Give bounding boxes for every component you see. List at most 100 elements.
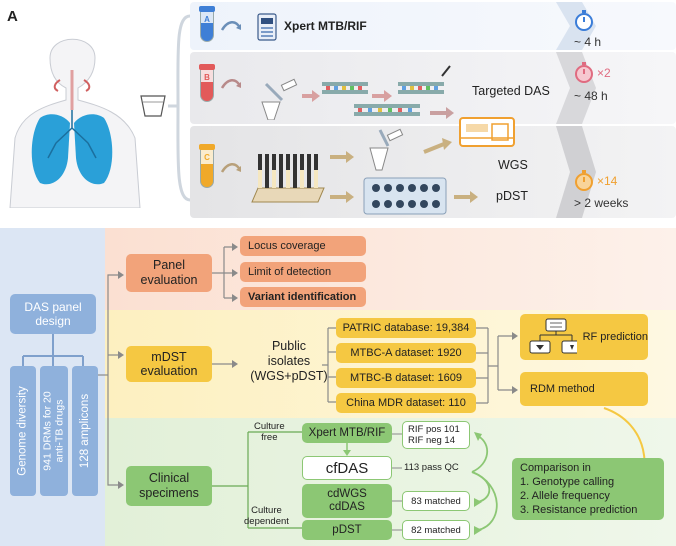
drms-label: 941 DRMs for 20 anti-TB drugs	[42, 391, 66, 470]
clinical-specimens-box: Clinical specimens	[126, 466, 212, 506]
public-isolates-line2: isolates	[267, 353, 311, 368]
cfdas-box: cfDAS	[302, 456, 392, 480]
matched-83-box: 83 matched	[402, 491, 470, 511]
limit-of-detection-box: Limit of detection	[240, 262, 366, 282]
design-connector	[22, 334, 84, 368]
clinical-specimens-line2: specimens	[139, 486, 199, 500]
pdst-box: pDST	[302, 520, 392, 540]
pass-qc-label: 113 pass QC	[404, 462, 459, 473]
culture-dependent-label: Culture dependent	[244, 505, 289, 527]
matched-83-label: 83 matched	[411, 495, 461, 507]
time-2weeks: > 2 weeks	[574, 196, 629, 210]
public-isolates-label: Public isolates (WGS+pDST)	[246, 330, 332, 392]
panel-a-letter: A	[7, 8, 18, 25]
limit-of-detection-label: Limit of detection	[248, 266, 332, 278]
tube-c-letter: C	[204, 153, 210, 162]
tube-c-cap	[199, 144, 215, 150]
variant-identification-label: Variant identification	[248, 291, 357, 303]
locus-coverage-box: Locus coverage	[240, 236, 366, 256]
rdm-method-label: RDM method	[530, 383, 595, 395]
cddas-label: cdDAS	[329, 501, 365, 513]
xpert-label: Xpert MTB/RIF	[284, 19, 367, 33]
arrow-icon	[212, 360, 238, 368]
drms-line2: anti-TB drugs	[54, 399, 66, 463]
cdwgs-label: cdWGS	[327, 488, 367, 500]
das-panel-design-line1: DAS panel	[24, 300, 82, 314]
xpert-box-label: Xpert MTB/RIF	[308, 427, 386, 439]
datasets-to-methods-connector	[476, 327, 518, 404]
tube-a-cap	[199, 6, 215, 12]
patric-label: PATRIC database: 19,384	[342, 322, 470, 334]
targeted-das-label: Targeted DAS	[472, 84, 550, 98]
clinical-connector	[212, 431, 304, 529]
time-4h: ~ 4 h	[574, 35, 602, 49]
comparison-item-3: 3. Resistance prediction	[520, 504, 638, 516]
culture-dependent-line2: dependent	[244, 516, 289, 527]
rif-neg-label: RIF neg 14	[408, 435, 455, 446]
result-ticks	[392, 433, 402, 531]
stopwatch-icon-blue	[575, 10, 593, 31]
china-mdr-label: China MDR dataset: 110	[346, 397, 466, 409]
drms-line1: 941 DRMs for 20	[42, 391, 54, 471]
comparison-title: Comparison in	[520, 462, 591, 474]
left-bracket-connector	[98, 271, 124, 489]
sputum-cup-icon	[140, 95, 166, 117]
cdwgs-cddas-box: cdWGS cdDAS	[302, 484, 392, 518]
comparison-box: Comparison in 1. Genotype calling 2. All…	[512, 458, 664, 520]
arrow-icon	[454, 191, 478, 203]
rif-results-box: RIF pos 101 RIF neg 14	[402, 421, 470, 449]
mdst-evaluation-line2: evaluation	[140, 364, 198, 378]
curved-arrow-icon	[220, 79, 242, 89]
matched-82-box: 82 matched	[402, 520, 470, 540]
panel-evaluation-line1: Panel	[153, 258, 185, 272]
drms-box: 941 DRMs for 20 anti-TB drugs	[40, 366, 68, 496]
mtbc-b-label: MTBC-B dataset: 1609	[350, 372, 462, 384]
das-panel-design-box: DAS panel design	[10, 294, 96, 334]
amplicons-box: 128 amplicons	[72, 366, 98, 496]
tube-a-letter: A	[204, 15, 210, 24]
comparison-item-1: 1. Genotype calling	[520, 476, 615, 488]
pipette-tube-icon	[369, 128, 404, 171]
mtbc-a-label: MTBC-A dataset: 1920	[350, 347, 462, 359]
stopwatch-icon-orange	[575, 170, 593, 191]
culture-free-line1: Culture	[254, 421, 285, 432]
pdst-box-label: pDST	[332, 524, 362, 536]
panel-evaluation-line2: evaluation	[140, 273, 198, 287]
culture-dependent-line1: Culture	[251, 505, 282, 516]
arrow-icon	[330, 151, 354, 163]
comparison-arrows	[471, 432, 498, 535]
clinical-specimens-line1: Clinical	[148, 471, 190, 485]
panel-evaluation-box: Panel evaluation	[126, 254, 212, 292]
curved-arrow-icon	[220, 163, 242, 173]
curved-arrow-icon	[220, 21, 242, 31]
tube-b-cap	[199, 64, 215, 70]
locus-coverage-label: Locus coverage	[248, 240, 326, 252]
arrow-down-icon	[343, 443, 351, 456]
time-48h: ~ 48 h	[574, 89, 608, 103]
rdm-method-box: RDM method	[520, 372, 648, 406]
xpert-device-icon	[257, 13, 277, 41]
dst-plate-icon	[363, 177, 447, 215]
public-isolates-line1: Public	[271, 338, 307, 353]
public-isolates-line3: (WGS+pDST)	[250, 368, 328, 383]
genome-diversity-box: Genome diversity	[10, 366, 36, 496]
cfdas-label: cfDAS	[325, 459, 369, 477]
human-lungs-illustration	[9, 38, 141, 208]
multiplier-x14: ×14	[597, 174, 618, 188]
split-bracket	[168, 14, 191, 202]
china-mdr-box: China MDR dataset: 110	[336, 393, 476, 413]
comparison-item-2: 2. Allele frequency	[520, 490, 610, 502]
das-workflow-illustration	[261, 65, 451, 120]
mtbc-a-box: MTBC-A dataset: 1920	[336, 343, 476, 363]
dna-strand-icon	[354, 104, 420, 116]
sequencer-icon	[459, 117, 515, 147]
das-panel-design-line2: design	[35, 314, 71, 328]
matched-82-label: 82 matched	[411, 524, 461, 536]
culture-tube-rack-icon	[251, 154, 325, 203]
rf-prediction-label: RF prediction	[582, 331, 648, 343]
genome-diversity-label: Genome diversity	[17, 386, 30, 476]
rif-pos-label: RIF pos 101	[408, 424, 460, 435]
mtbc-b-box: MTBC-B dataset: 1609	[336, 368, 476, 388]
culture-free-label: Culture free	[254, 421, 285, 443]
amplicons-label: 128 amplicons	[79, 393, 91, 469]
